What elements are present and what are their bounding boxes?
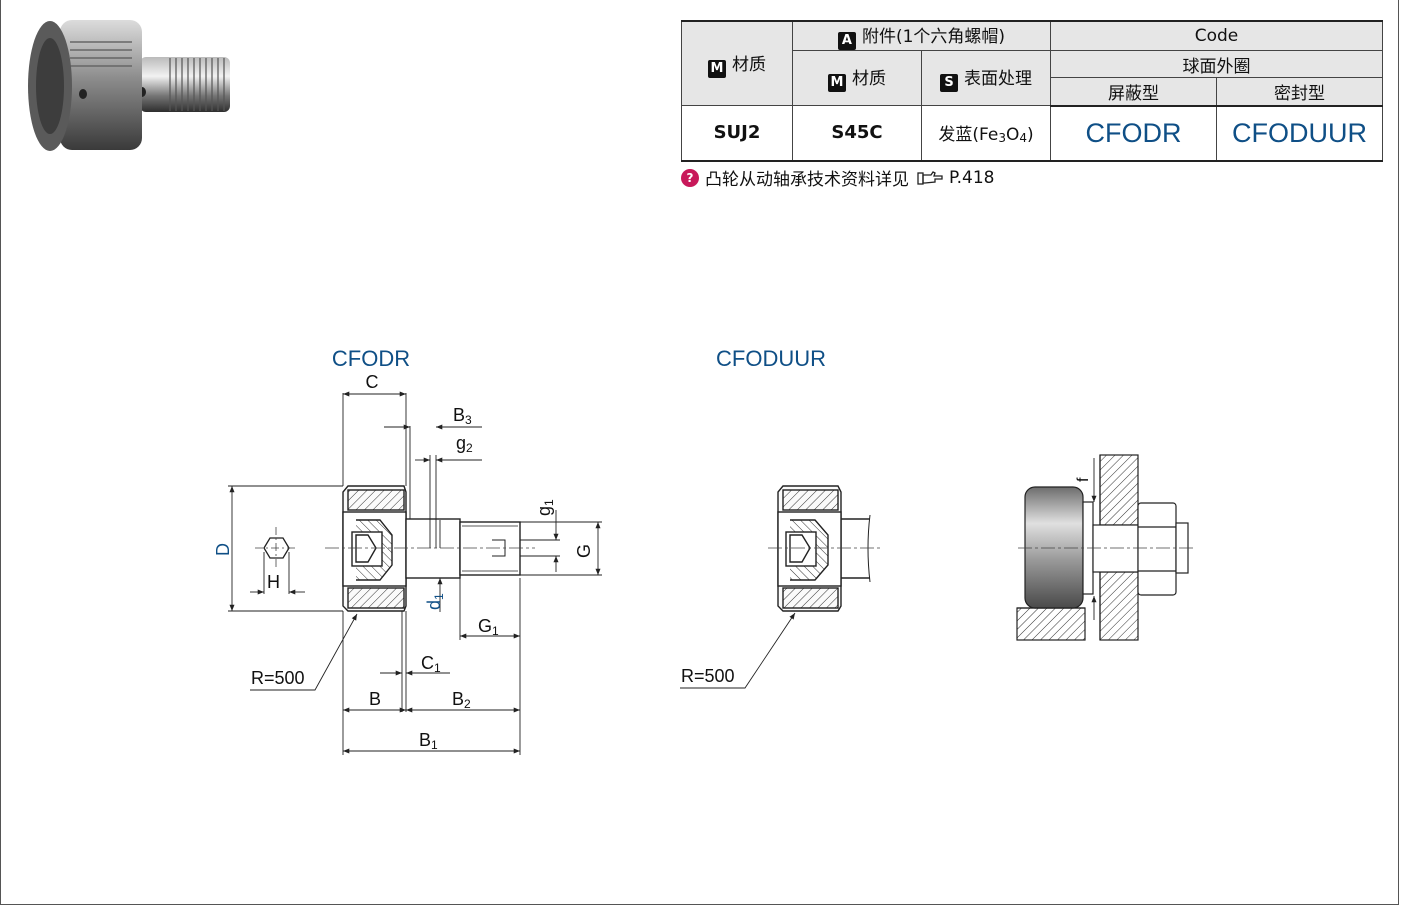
surface-value: 发蓝(Fe3O4) [921,105,1051,162]
badge-s: S [940,74,958,92]
dim-B1: B1 [419,730,438,752]
product-photo [28,20,230,151]
code-shield-value: CFODR [1050,105,1217,162]
dim-g2: g2 [456,433,473,455]
drawing2-title: CFODUUR [716,346,826,371]
dim-B3: B3 [453,405,472,427]
material-value: SUJ2 [681,105,793,162]
pointing-hand-icon [917,170,943,185]
drawing1-title: CFODR [332,346,410,371]
dim-G1: G1 [478,616,499,638]
badge-m: M [708,59,726,78]
dim-C1: C1 [421,653,441,675]
seal-header: 密封型 [1216,77,1383,107]
dim-C: C [366,372,379,392]
dim-d1: d1 [424,593,446,610]
dim-B: B [369,689,381,709]
dim-f: f [1075,477,1092,482]
outer-ring-header: 球面外圈 [1050,50,1383,78]
badge-a: A [837,32,856,50]
note-text: 凸轮从动轴承技术资料详见 [705,170,909,190]
tech-note: ? 凸轮从动轴承技术资料详见 P.418 [681,165,994,190]
dim-G: G [574,544,594,558]
shield-header: 屏蔽型 [1050,77,1217,107]
badge-m-2: M [828,74,846,92]
radius-label: R=500 [251,668,305,688]
drawing2-radius-label: R=500 [681,666,735,686]
dim-H: H [267,572,280,592]
question-pin-icon: ? [681,168,699,187]
code-seal-value: CFODUUR [1216,105,1383,162]
dim-g1: g1 [534,499,556,516]
note-page-ref: P.418 [949,167,995,188]
code-header: Code [1050,20,1383,51]
accessory-material-value: S45C [792,105,922,162]
dim-B2: B2 [452,689,471,711]
dim-D: D [213,543,233,556]
